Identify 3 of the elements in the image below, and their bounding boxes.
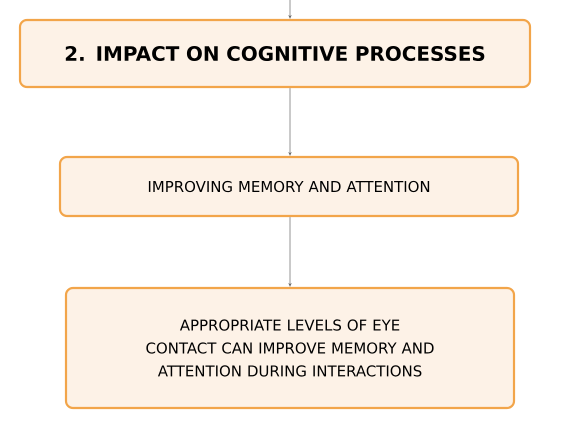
heading-box: 2. IMPACT ON COGNITIVE PROCESSES	[18, 18, 532, 88]
process-box: APPROPRIATE LEVELS OF EYE CONTACT CAN IMPROVE MEMORY AND ATTENTION DURING INTERACTIONS	[64, 286, 516, 410]
process-box: IMPROVING MEMORY AND ATTENTION	[58, 156, 520, 218]
